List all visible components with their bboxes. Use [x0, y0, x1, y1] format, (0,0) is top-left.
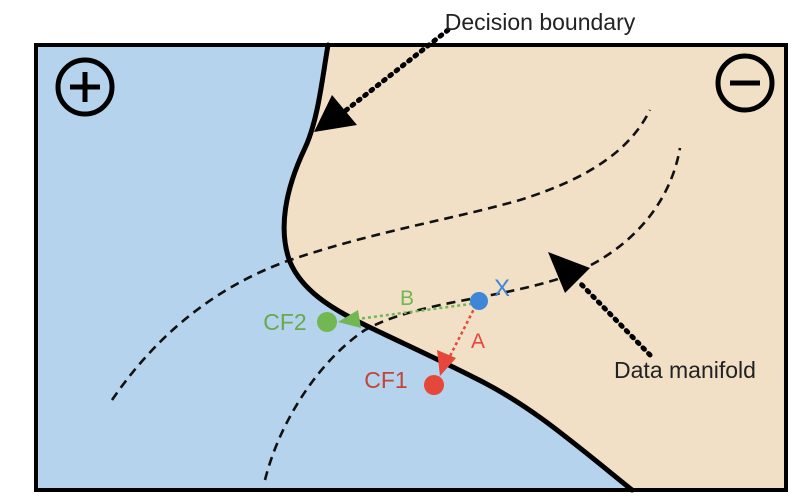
point-cf1 — [424, 375, 444, 395]
decision-boundary-line — [281, 42, 635, 493]
cf2-label: CF2 — [263, 309, 306, 335]
diagram-border — [34, 43, 788, 492]
positive-region — [36, 45, 632, 490]
minus-circle-icon — [715, 53, 775, 113]
data-manifold-label: Data manifold — [614, 357, 756, 383]
point-x-label: X — [494, 275, 510, 302]
decision-boundary-label: Decision boundary — [445, 9, 636, 35]
plus-circle-icon — [55, 57, 115, 117]
path-b-label: B — [400, 287, 414, 310]
manifold-curve-upper — [110, 109, 652, 401]
path-a-arrowhead — [437, 350, 456, 376]
point-x — [470, 292, 488, 310]
decision-boundary-pointer — [314, 27, 451, 132]
point-cf2 — [317, 312, 337, 332]
data-manifold-pointer — [548, 252, 653, 358]
path-a-label: A — [471, 330, 485, 353]
manifold-curve-lower — [263, 147, 682, 481]
path-b-arrowhead — [338, 310, 361, 328]
data-manifold-curves — [110, 109, 682, 481]
cf1-label: CF1 — [364, 367, 407, 393]
path-a-line — [445, 304, 478, 363]
